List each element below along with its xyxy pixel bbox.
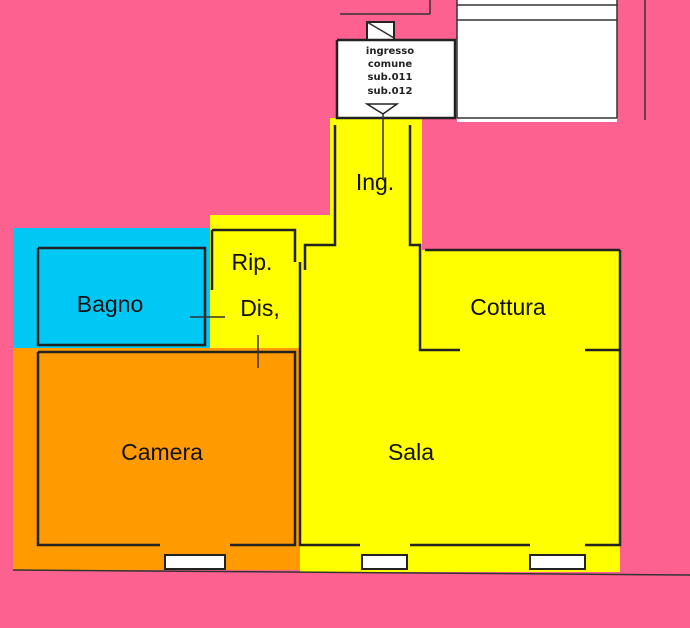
entrance-label-4: sub.012 (368, 86, 413, 97)
neighbor-unit (457, 0, 617, 122)
common-entrance-area (337, 40, 457, 118)
walls (12, 0, 690, 576)
entrance-label-1: ingresso (366, 46, 414, 57)
camera-area (13, 348, 302, 570)
entrance-label-3: sub.011 (368, 72, 413, 83)
room-label-camera: Camera (121, 439, 203, 465)
living-area (210, 118, 620, 572)
bagno-area (13, 228, 210, 348)
room-label-sala: Sala (388, 439, 434, 465)
room-label-rip: Rip. (232, 249, 273, 275)
room-label-ing: Ing. (356, 169, 394, 195)
room-label-bagno: Bagno (77, 291, 144, 317)
entrance-label-2: comune (368, 59, 412, 70)
room-label-dis: Dis, (240, 295, 280, 321)
room-label-cottura: Cottura (470, 294, 546, 320)
